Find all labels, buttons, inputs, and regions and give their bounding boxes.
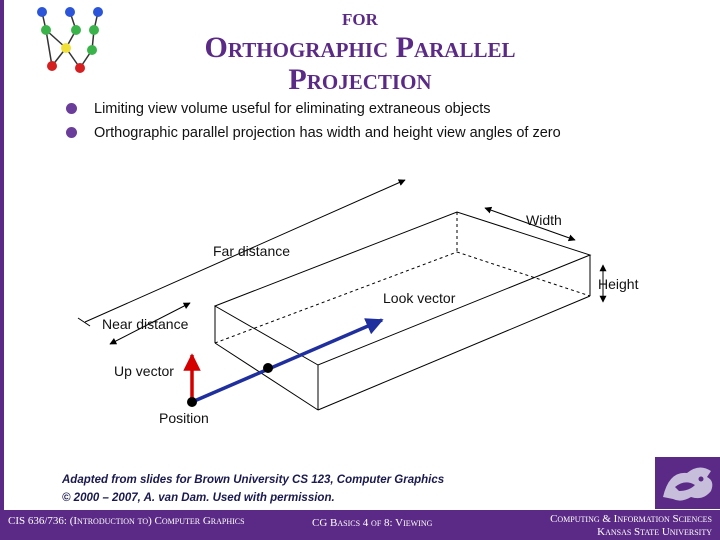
footer-course: CIS 636/736: (Introduction to) Computer … xyxy=(8,515,245,527)
look-vector-label: Look vector xyxy=(383,290,456,306)
footer-bar: CIS 636/736: (Introduction to) Computer … xyxy=(0,510,720,540)
up-vector-label: Up vector xyxy=(114,363,174,379)
bullet-list: Limiting view volume useful for eliminat… xyxy=(66,100,561,148)
kstate-logo xyxy=(655,457,720,509)
credit-line-1: Adapted from slides for Brown University… xyxy=(62,474,445,486)
bullet-icon xyxy=(66,103,77,114)
title-line-3: Projection xyxy=(288,63,432,97)
footer-university: Kansas State University xyxy=(597,526,712,538)
width-label: Width xyxy=(526,212,562,228)
footer-dept: Computing & Information Sciences xyxy=(550,513,712,525)
bullet-item: Limiting view volume useful for eliminat… xyxy=(66,100,561,124)
near-distance-label: Near distance xyxy=(102,316,189,332)
far-distance-label: Far distance xyxy=(213,243,291,259)
height-label: Height xyxy=(598,276,639,292)
position-point xyxy=(187,397,197,407)
footer-lecture: CG Basics 4 of 8: Viewing xyxy=(312,517,433,529)
bullet-text: Orthographic parallel projection has wid… xyxy=(94,125,561,141)
credit-line-2: © 2000 – 2007, A. van Dam. Used with per… xyxy=(62,492,335,504)
left-accent-bar xyxy=(0,0,4,510)
position-label: Position xyxy=(159,410,209,426)
near-plane-point xyxy=(263,363,273,373)
far-distance-arrow xyxy=(84,179,406,323)
wildcat-logo-icon xyxy=(655,457,720,509)
bullet-item: Orthographic parallel projection has wid… xyxy=(66,124,561,148)
title-line-2: Orthographic Parallel xyxy=(204,30,516,64)
slide-title: for Orthographic Parallel Projection xyxy=(140,5,580,97)
width-arrow xyxy=(484,206,576,242)
bullet-icon xyxy=(66,127,77,138)
title-line-1: for xyxy=(342,5,378,31)
look-vector-arrow xyxy=(191,318,384,404)
graph-logo-icon xyxy=(37,7,103,73)
view-volume-diagram xyxy=(77,179,607,411)
view-volume-box xyxy=(213,211,592,411)
bullet-text: Limiting view volume useful for eliminat… xyxy=(94,101,491,117)
near-distance-arrow xyxy=(109,302,191,345)
